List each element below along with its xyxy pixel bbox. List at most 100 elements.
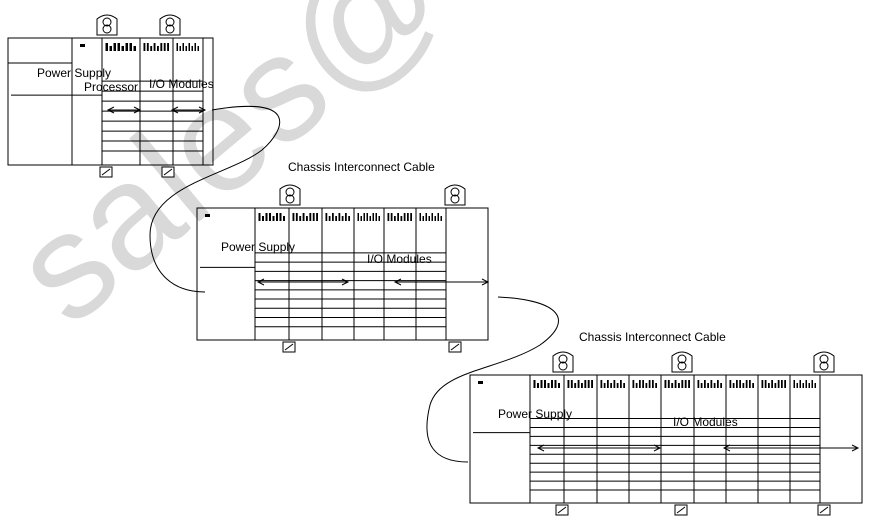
chassis-3-module-7-pin [732,383,735,388]
chassis-2-module-3-pin [335,216,337,221]
chassis-2-module-3-pin [338,213,341,221]
chassis-2-module-3-pin [332,213,334,221]
chassis-3-module-1-pin [551,380,553,388]
chassis-3-module-3-pin [623,383,625,388]
chassis-2-drawing [196,207,490,341]
chassis-1-module-2-pin [153,43,156,51]
chassis-2-module-5-pin [387,213,390,221]
chassis-3-module-1-pin [554,380,557,388]
chassis-3-module-2-pin [577,380,580,388]
chassis-2-foot-icon [282,341,296,353]
chassis-2-mount-hole-bottom [450,194,460,204]
chassis-3-module-6-pin [697,380,700,388]
chassis-2-module-2-pin [295,213,298,221]
chassis-2-module-2-pin [309,213,312,221]
chassis-2-module-3-connector-icon [325,213,350,221]
chassis-3-module-6-pin [717,380,719,388]
chassis-3-module-8-pin [771,380,773,388]
chassis-3-mount-hole-bottom [558,361,568,371]
chassis-2-module-1-pin [265,213,268,221]
chassis-3-module-5-pin [678,383,680,388]
chassis-1-module-1-connector-icon [105,43,136,51]
chassis-1-power-led [80,44,85,47]
chassis-3-arrow-head-left [722,444,731,452]
chassis-2-module-6-pin [437,213,439,221]
chassis-1-module-2-pin [167,43,169,51]
chassis-1-module-2-pin [163,43,166,51]
chassis-2-module-5-pin [400,216,403,221]
chassis-3-module-6-pin [713,383,716,388]
chassis-3-module-8-pin [777,380,780,388]
chassis-3-module-3-pin [600,380,603,388]
chassis-2-mount-bracket-icon [444,184,466,206]
chassis-1-arrow-head-left [170,106,179,114]
chassis-3-module-8-pin [761,380,764,388]
interconnect-cable-1 [149,105,281,293]
chassis-3-power-supply-block [469,374,531,504]
chassis-2-module-4-pin [357,213,359,221]
chassis-1-module-3-pin [185,46,187,51]
chassis-2-module-frame [288,207,323,341]
chassis-1-module-1-pin [129,43,132,51]
chassis-2-module-frame [383,207,417,341]
chassis-2-module-3-pin [325,213,328,221]
chassis-3-module-4-pin [645,383,648,388]
chassis-3-module-2-pin [591,380,593,388]
chassis-2-module-4-pin [360,216,362,221]
chassis-2-module-4-pin [366,213,368,221]
chassis-2-foot-slash [450,343,460,351]
chassis-3-module-7-pin [745,380,748,388]
chassis-3-module-4-pin [655,383,657,388]
chassis-3-module-9-pin [808,383,810,388]
chassis-3-outline [469,374,863,504]
chassis-2-module-2-pin [299,216,302,221]
chassis-2-arrow-head-right [481,278,490,286]
chassis-3-module-2-pin [567,380,570,388]
chassis-3-module-7-pin [742,383,745,388]
chassis-2-module-6-pin [428,216,430,221]
chassis-3-module-9-pin [802,383,804,388]
chassis-2-module-1-pin [262,216,264,221]
chassis-1-module-3-pin [197,46,199,51]
chassis-2-module-1-connector-icon [258,213,285,221]
chassis-3-module-9-pin [805,380,807,388]
chassis-2-module-1-pin [279,213,282,221]
chassis-3-module-7-connector-icon [729,380,754,388]
chassis-3-module-8-connector-icon [761,380,786,388]
chassis-3-module-1 [529,374,565,504]
chassis-3-foot-icon [817,504,831,516]
chassis-2-module-2-pin [306,216,308,221]
chassis-2-module-3-pin [328,216,331,221]
chassis-3-foot-slash [557,506,567,514]
chassis-3-module-5 [660,374,695,504]
chassis-1-module-2-connector-icon [143,43,169,51]
chassis-3-arrow-head-right [851,444,860,452]
chassis-3-io-modules-label: I/O Modules [673,415,738,429]
chassis-3-module-6-pin [700,383,703,388]
chassis-3-mount-hole-top [677,354,687,364]
chassis-1-foot-slash [163,168,173,176]
chassis-2-mount-hole-bottom [285,194,295,204]
interconnect-cable-2-label: Chassis Interconnect Cable [579,330,726,344]
chassis-3-module-2 [563,374,598,504]
chassis-2-arrow-head-right [341,278,350,286]
chassis-3-drawing [469,374,863,504]
chassis-3-module-2-pin [570,380,573,388]
chassis-3-module-8-pin [764,380,767,388]
chassis-1-module-1-pin [105,43,108,51]
chassis-3-module-8 [757,374,791,504]
chassis-3-module-7-pin [752,383,754,388]
chassis-3-module-4-pin [642,380,644,388]
chassis-3-arrow-head-right [653,444,662,452]
chassis-2-module-frame [415,207,447,341]
chassis-3-module-7-pin [749,380,751,388]
chassis-1-module-3-pin [182,43,184,51]
chassis-3-module-frame [789,374,821,504]
chassis-2-module-5-pin [410,213,412,221]
chassis-3-bay-arrow-icon-1 [536,444,662,452]
chassis-3-module-6-pin [720,383,722,388]
chassis-1-io-modules-label: I/O Modules [149,77,214,91]
chassis-2-module-2-connector-icon [292,213,318,221]
chassis-2-module-6 [415,207,447,341]
chassis-3-module-5-pin [671,383,674,388]
